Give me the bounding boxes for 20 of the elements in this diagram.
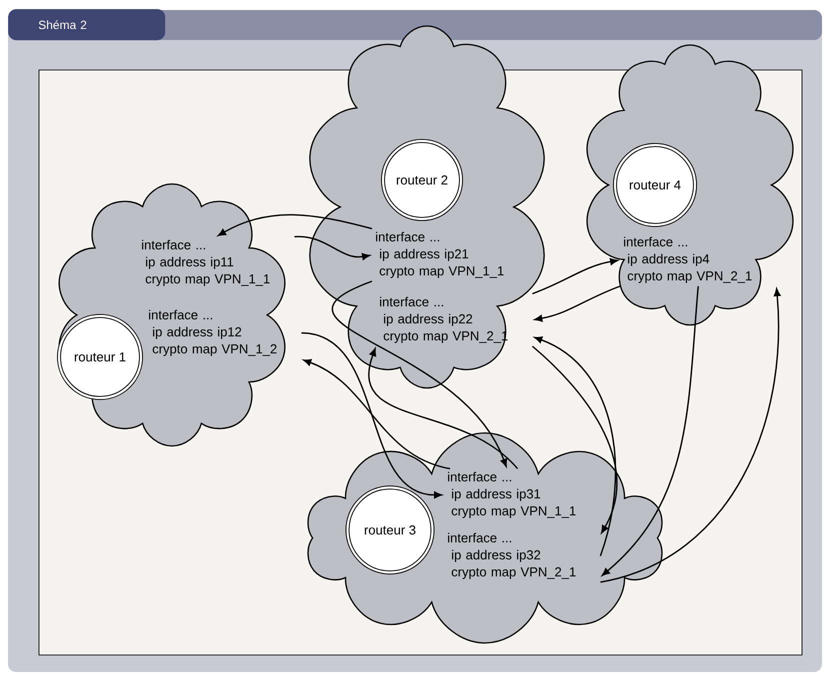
title-tab: Shéma 2 <box>8 9 166 40</box>
arrow <box>301 332 442 498</box>
arrow <box>534 286 620 322</box>
config-text: interface ... ip address ip4 crypto map VPN_2_1 <box>624 236 752 284</box>
arrow <box>294 236 370 260</box>
arrow <box>532 346 618 534</box>
arrow <box>534 336 616 556</box>
config-text: interface ... ip address ip11 crypto map VPN_1_1 <box>142 240 270 286</box>
arrow <box>602 286 699 576</box>
config-text: interface ... ip address ip21 crypto map VPN_1_1 <box>376 232 504 278</box>
arrow <box>600 288 781 583</box>
arrow <box>303 359 450 470</box>
config-text: interface ... ip address ip12 crypto map VPN_1_2 <box>149 310 277 356</box>
arrow <box>532 258 618 294</box>
arrow <box>218 214 372 236</box>
arrow <box>368 348 518 470</box>
config-text: interface ... ip address ip32 crypto map VPN_2_1 <box>448 532 576 580</box>
arrow <box>332 280 508 467</box>
cloud-shape <box>309 25 545 389</box>
config-text: interface ... ip address ip31 crypto map VPN_1_1 <box>448 472 576 518</box>
